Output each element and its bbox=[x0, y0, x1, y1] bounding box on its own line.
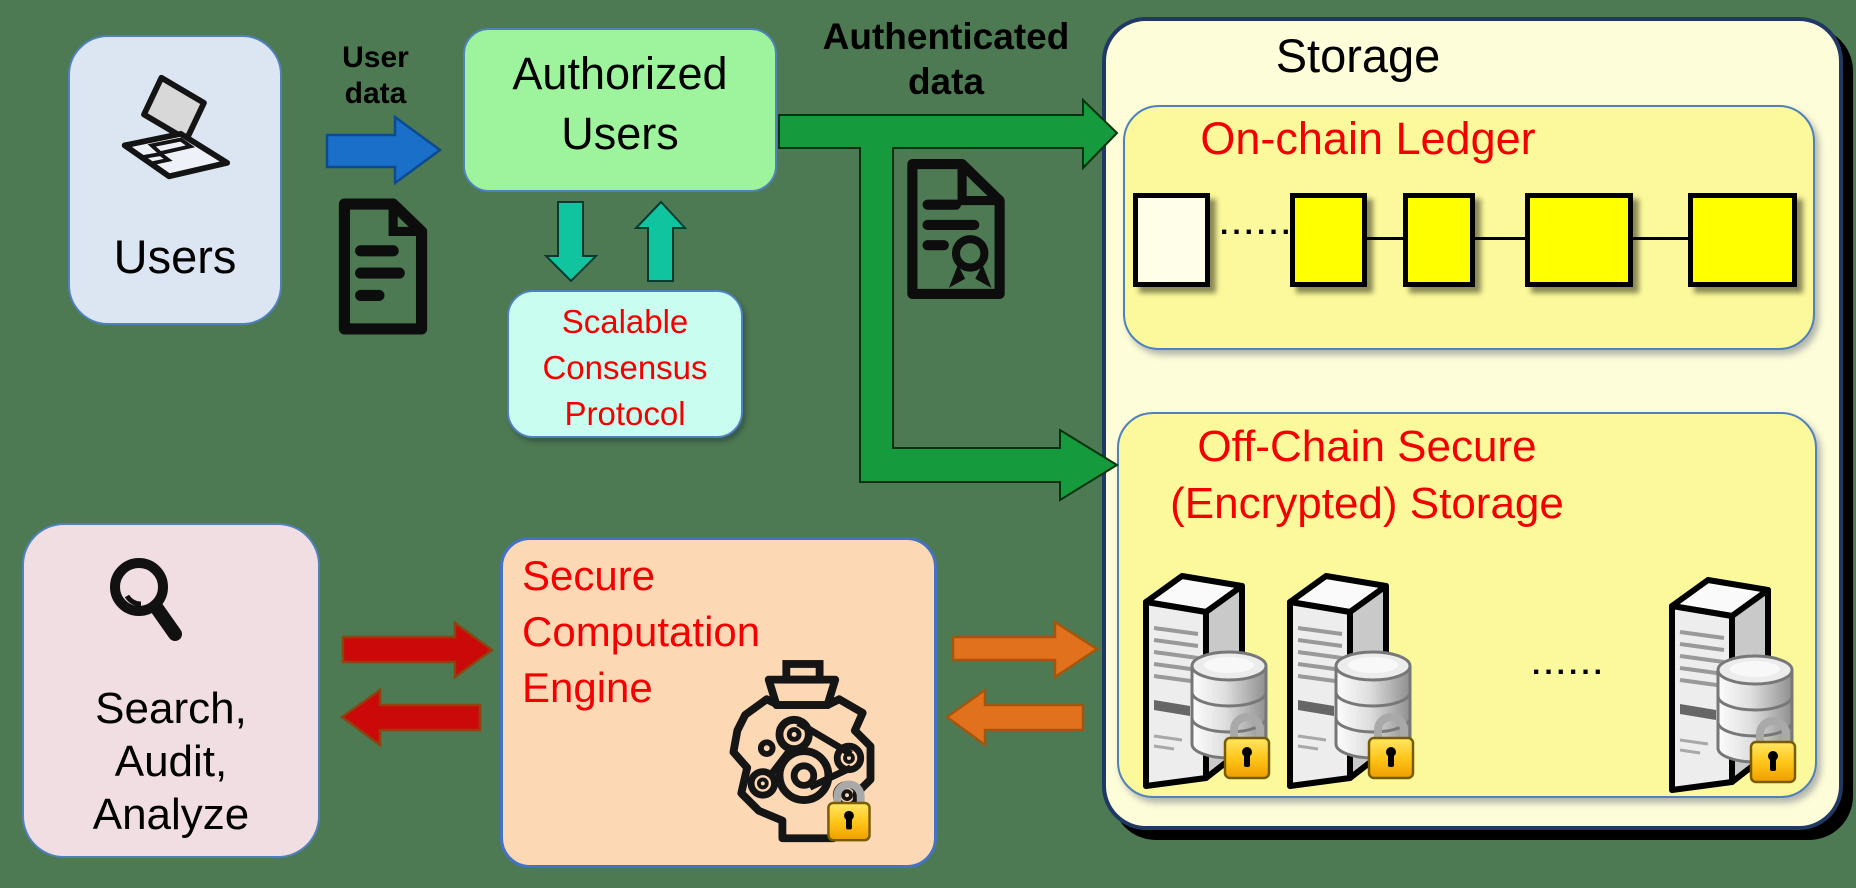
engine-line2: Computation bbox=[522, 608, 761, 655]
offchain-line1: Off-Chain Secure bbox=[1197, 422, 1537, 471]
authorized-line2: Users bbox=[561, 108, 679, 159]
padlock-icon bbox=[827, 780, 871, 842]
user-data-arrow bbox=[325, 114, 443, 186]
chain-link-1 bbox=[1366, 237, 1404, 240]
offchain-ellipsis: ...... bbox=[1532, 648, 1607, 681]
storage-to-engine-arrow bbox=[944, 687, 1085, 748]
engine-line1: Secure bbox=[522, 552, 656, 599]
user-data-line2: data bbox=[344, 77, 407, 110]
consensus-line3: Protocol bbox=[564, 395, 686, 432]
authenticated-line2: data bbox=[907, 61, 985, 102]
server-database-lock-icon bbox=[1287, 573, 1415, 789]
ledger-block-4 bbox=[1688, 193, 1797, 287]
authorized-users-box bbox=[463, 28, 777, 192]
user-data-line1: User bbox=[342, 41, 409, 74]
authenticated-line1: Authenticated bbox=[822, 16, 1070, 57]
onchain-ledger-title: On-chain Ledger bbox=[1200, 113, 1536, 164]
server-database-lock-icon bbox=[1143, 573, 1271, 789]
consensus-protocol-label: Scalable Consensus Protocol bbox=[507, 299, 743, 437]
search-to-engine-arrow bbox=[341, 620, 495, 680]
padlock-icon bbox=[1749, 717, 1797, 784]
chain-link-3 bbox=[1632, 237, 1689, 240]
chain-link-2 bbox=[1474, 237, 1526, 240]
storage-title: Storage bbox=[1275, 29, 1441, 82]
consensus-protocol-box bbox=[507, 290, 743, 438]
certificate-icon bbox=[907, 159, 1005, 299]
search-line3: Analyze bbox=[92, 790, 250, 839]
database-icon bbox=[1716, 654, 1794, 764]
search-line1: Search, bbox=[95, 684, 247, 733]
consensus-line2: Consensus bbox=[542, 349, 708, 386]
offchain-line2: (Encrypted) Storage bbox=[1170, 479, 1564, 528]
search-icon bbox=[110, 558, 182, 641]
ledger-block-1 bbox=[1290, 193, 1367, 287]
laptop-icon bbox=[121, 74, 231, 180]
consensus-down-arrow bbox=[543, 201, 599, 283]
engine-to-search-arrow bbox=[339, 687, 482, 748]
search-line2: Audit, bbox=[114, 737, 228, 786]
authorized-line1: Authorized bbox=[512, 48, 728, 99]
engine-to-storage-arrow bbox=[951, 619, 1100, 680]
offchain-storage-title: Off-Chain Secure (Encrypted) Storage bbox=[1117, 418, 1617, 532]
consensus-up-arrow bbox=[633, 200, 688, 282]
engine-icon bbox=[729, 660, 875, 843]
ledger-block-genesis bbox=[1133, 193, 1210, 287]
engine-line3: Engine bbox=[522, 664, 653, 711]
padlock-icon bbox=[1367, 713, 1415, 780]
consensus-line1: Scalable bbox=[561, 303, 689, 340]
authorized-users-label: Authorized Users bbox=[463, 44, 777, 164]
server-database-lock-icon bbox=[1669, 577, 1797, 793]
document-icon bbox=[338, 198, 428, 335]
onchain-ellipsis: ...... bbox=[1220, 208, 1295, 241]
search-audit-analyze-label: Search, Audit, Analyze bbox=[22, 682, 320, 841]
padlock-icon bbox=[1223, 713, 1271, 780]
authenticated-data-label: Authenticated data bbox=[790, 14, 1102, 104]
search-audit-analyze-box bbox=[22, 523, 320, 858]
ledger-block-3 bbox=[1525, 193, 1633, 287]
user-data-label: User data bbox=[318, 40, 433, 112]
ledger-block-2 bbox=[1403, 193, 1475, 287]
secure-computation-engine-label: Secure Computation Engine bbox=[522, 548, 922, 716]
users-label: Users bbox=[113, 230, 237, 283]
